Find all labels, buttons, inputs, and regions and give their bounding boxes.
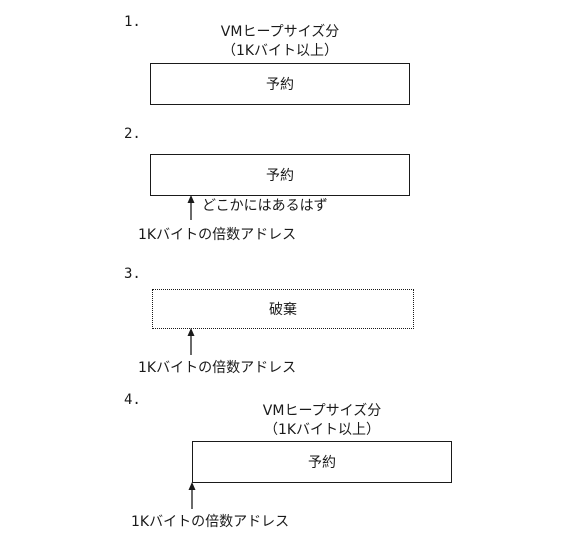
step-4-caption-line1: VMヒープサイズ分 — [262, 403, 382, 419]
step-3-number: 3. — [124, 266, 141, 282]
step-4-number: 4. — [124, 392, 141, 408]
step-2-number: 2. — [124, 126, 141, 142]
step-1-number: 1. — [124, 14, 141, 30]
step-1-caption-line2: （1Kバイト以上） — [221, 43, 339, 59]
step-2-address-label: 1Kバイトの倍数アドレス — [138, 227, 297, 243]
step-4-reserved-block: 予約 — [192, 441, 452, 483]
step-3-pointer-arrow-icon — [187, 328, 195, 355]
step-3-block-label: 破棄 — [269, 302, 297, 318]
step-3-address-label: 1Kバイトの倍数アドレス — [138, 360, 297, 376]
step-2-pointer-note: どこかにはあるはず — [202, 198, 328, 214]
step-3-released-block: 破棄 — [152, 289, 414, 329]
step-4-caption-line2: （1Kバイト以上） — [263, 422, 381, 438]
step-1-reserved-block: 予約 — [150, 63, 410, 105]
step-4-block-label: 予約 — [308, 455, 336, 471]
step-2-block-label: 予約 — [266, 168, 294, 184]
step-1-caption-line1: VMヒープサイズ分 — [220, 24, 340, 40]
step-4-address-label: 1Kバイトの倍数アドレス — [131, 514, 290, 530]
step-1-block-label: 予約 — [266, 77, 294, 93]
step-2-pointer-arrow-icon — [187, 195, 195, 220]
step-4-pointer-arrow-icon — [188, 482, 196, 509]
step-2-reserved-block: 予約 — [150, 154, 410, 196]
